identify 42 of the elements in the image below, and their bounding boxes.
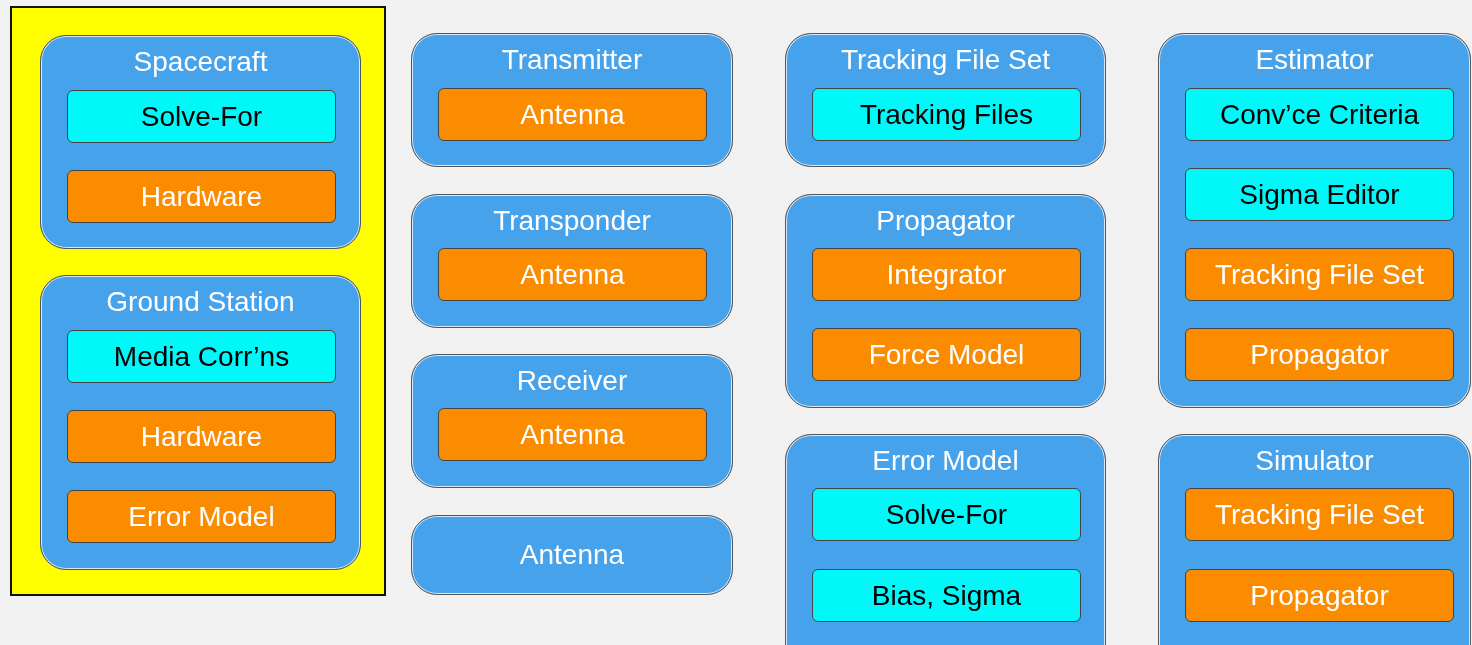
group-title: Error Model [871, 445, 1020, 477]
group-panel [40, 275, 361, 570]
group-title: Spacecraft [132, 46, 269, 78]
group-panel [785, 434, 1106, 645]
group-panel [411, 33, 733, 167]
group-title: Propagator [875, 205, 1016, 237]
group-panel [411, 354, 733, 488]
component-box: Solve-For [812, 488, 1081, 541]
component-box: Solve-For [67, 90, 336, 143]
group-panel [1158, 434, 1471, 645]
component-box: Propagator [1185, 328, 1454, 381]
group-panel [1158, 33, 1471, 408]
group-title: Ground Station [105, 286, 296, 318]
group-title: Simulator [1254, 445, 1375, 477]
component-box: Force Model [812, 328, 1081, 381]
component-box: Error Model [67, 490, 336, 543]
component-box: Integrator [812, 248, 1081, 301]
group-title: Receiver [515, 365, 629, 397]
component-box: Hardware [67, 410, 336, 463]
group-title: Transponder [492, 205, 652, 237]
group-title: Transmitter [500, 44, 644, 76]
component-box: Hardware [67, 170, 336, 223]
group-panel [40, 35, 361, 249]
group-panel [785, 33, 1106, 167]
component-box: Bias, Sigma [812, 569, 1081, 622]
component-box: Conv’ce Criteria [1185, 88, 1454, 141]
component-box: Antenna [438, 88, 707, 141]
group-title: Antenna [518, 539, 626, 571]
component-box: Tracking File Set [1185, 488, 1454, 541]
group-title: Estimator [1254, 44, 1375, 76]
component-box: Sigma Editor [1185, 168, 1454, 221]
group-panel [411, 194, 733, 328]
component-box: Antenna [438, 248, 707, 301]
group-title: Tracking File Set [840, 44, 1051, 76]
component-box: Antenna [438, 408, 707, 461]
component-box: Tracking File Set [1185, 248, 1454, 301]
component-box: Propagator [1185, 569, 1454, 622]
group-panel [785, 194, 1106, 408]
component-box: Tracking Files [812, 88, 1081, 141]
component-box: Media Corr’ns [67, 330, 336, 383]
group-panel [411, 515, 733, 595]
highlight-frame [10, 6, 386, 596]
